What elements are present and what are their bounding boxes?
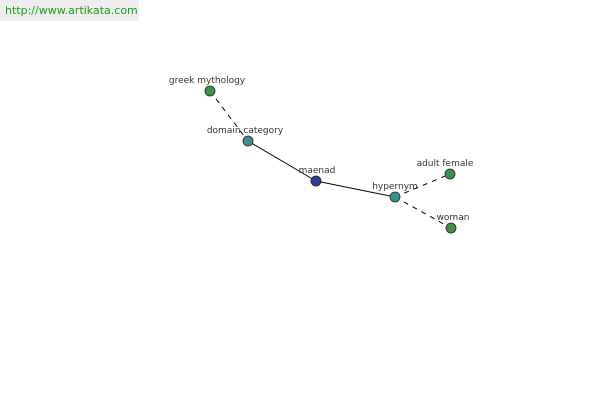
node-domain-category[interactable]: domain category <box>207 126 284 147</box>
node-label: greek mythology <box>169 76 246 86</box>
edge-maenad-to-hypernym <box>315 180 396 198</box>
nodes-layer: greek mythology domain category maenad hype… <box>169 76 474 234</box>
node-label: hypernym <box>372 182 418 192</box>
node-adult-female[interactable]: adult female <box>417 159 474 180</box>
node-label: maenad <box>299 166 336 176</box>
node-circle[interactable] <box>310 175 322 187</box>
node-circle[interactable] <box>445 222 457 234</box>
edge-greek-mythology-to-domain-category <box>209 90 249 142</box>
site-url-link[interactable]: http://www.artikata.com <box>5 4 138 17</box>
node-circle[interactable] <box>204 85 216 97</box>
edges-layer <box>209 90 452 229</box>
node-circle[interactable] <box>444 168 456 180</box>
node-label: woman <box>437 213 470 223</box>
node-hypernym[interactable]: hypernym <box>372 182 418 203</box>
node-label: adult female <box>417 159 474 169</box>
node-circle[interactable] <box>242 135 254 147</box>
edge-domain-category-to-maenad <box>247 140 317 182</box>
node-label: domain category <box>207 126 284 136</box>
node-maenad[interactable]: maenad <box>299 166 336 187</box>
node-greek-mythology[interactable]: greek mythology <box>169 76 246 97</box>
edge-hypernym-to-woman <box>394 196 452 229</box>
node-woman[interactable]: woman <box>437 213 470 234</box>
site-url-banner[interactable]: http://www.artikata.com <box>0 0 139 21</box>
node-circle[interactable] <box>389 191 401 203</box>
